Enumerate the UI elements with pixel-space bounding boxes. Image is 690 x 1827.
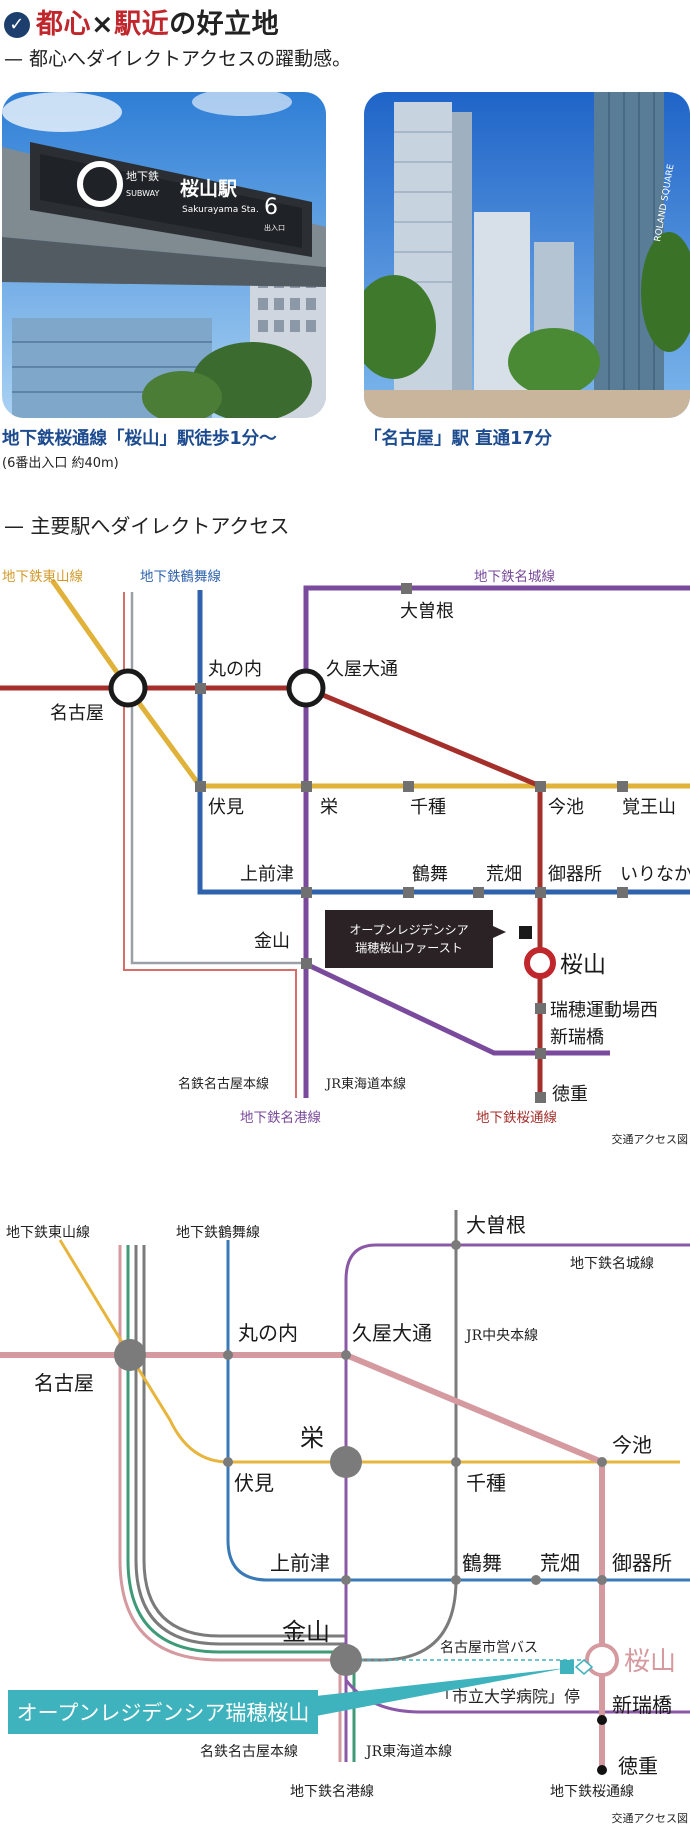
map2-nagoya-node <box>114 1339 146 1371</box>
line-label-meitetsu: 名鉄名古屋本線 <box>178 1076 269 1092</box>
station-irinaka: いりなか <box>620 864 690 885</box>
station-tokushige: 徳重 <box>552 1084 588 1105</box>
photo1-caption: 地下鉄桜通線「桜山」駅徒歩1分〜 <box>2 429 277 449</box>
property-label-line1: オープンレジデンシア <box>349 922 468 937</box>
headline-rest: の好立地 <box>169 9 280 40</box>
photo1-caption-note: (6番出入口 約40m) <box>2 456 119 471</box>
map2-station-shinmizuho: 新瑞橋 <box>612 1693 672 1717</box>
line-label-jr-tokaido: JR東海道本線 <box>324 1076 406 1092</box>
map2-station-chikusa: 千種 <box>466 1471 506 1495</box>
line-label-higashiyama: 地下鉄東山線 <box>2 569 83 585</box>
headline-part1: 都心 <box>36 9 91 40</box>
station-imaike: 今池 <box>548 797 584 818</box>
map2-line-sakuradori: 地下鉄桜通線 <box>550 1784 634 1800</box>
line-label-sakuradori: 地下鉄桜通線 <box>476 1110 557 1126</box>
headline-part2: 駅近 <box>114 9 170 40</box>
station-shinmizuho: 新瑞橋 <box>550 1027 604 1048</box>
map2-station-ozone: 大曽根 <box>466 1213 526 1237</box>
station-tsurumai: 鶴舞 <box>412 864 448 885</box>
map2-caption: 交通アクセス図 <box>612 1811 688 1825</box>
map2-property-banner <box>8 1690 318 1734</box>
map2-sakurayama-node <box>585 1643 619 1677</box>
map2-line-higashiyama: 地下鉄東山線 <box>6 1225 90 1241</box>
hisaya-transfer-node <box>286 668 326 708</box>
station-marunouchi: 丸の内 <box>208 659 262 680</box>
map2-line-meijo: 地下鉄名城線 <box>570 1256 654 1272</box>
line-label-meijo: 地下鉄名城線 <box>474 569 555 585</box>
map2-station-hisaya: 久屋大通 <box>352 1321 432 1345</box>
property-label-box <box>325 910 493 968</box>
station-mizuho: 瑞穂運動場西 <box>550 1000 658 1021</box>
sign-subway-small: 地下鉄 <box>126 169 159 183</box>
station-sakurayama: 桜山 <box>560 952 606 978</box>
station-gokiso: 御器所 <box>548 864 602 885</box>
map2-line-jr-tokaido: JR東海道本線 <box>364 1744 452 1760</box>
line-label-tsurumai: 地下鉄鶴舞線 <box>140 568 221 585</box>
map2-property-label: オープンレジデンシア瑞穂桜山 <box>17 1701 310 1725</box>
map2-station-kamimaezu: 上前津 <box>270 1551 330 1575</box>
transit-map-2: 地下鉄東山線 地下鉄鶴舞線 地下鉄名城線 JR中央本線 名鉄名古屋本線 JR東海… <box>0 1210 690 1825</box>
transit-map-1: 地下鉄東山線 地下鉄鶴舞線 地下鉄名城線 地下鉄名港線 地下鉄桜通線 名鉄名古屋… <box>0 568 690 1146</box>
sign-exit-label: 出入口 <box>264 223 285 232</box>
map2-station-imaike: 今池 <box>612 1433 652 1457</box>
line-label-meiko: 地下鉄名港線 <box>240 1110 321 1126</box>
station-fushimi: 伏見 <box>208 797 244 818</box>
map2-station-tokushige: 徳重 <box>618 1754 658 1778</box>
station-ozone: 大曽根 <box>400 601 454 622</box>
photo2-caption: 「名古屋」駅 直通17分 <box>364 429 552 449</box>
map2-station-gokiso: 御器所 <box>612 1551 672 1575</box>
section2-title: — 主要駅へダイレクトアクセス <box>4 514 290 538</box>
photo-sakurayama-entrance: 地下鉄 SUBWAY 桜山駅 Sakurayama Sta. 6 出入口 <box>2 92 326 418</box>
map2-station-fushimi: 伏見 <box>234 1471 274 1495</box>
headline: ✓都心×駅近の好立地 <box>4 2 279 41</box>
bus-stop-marker <box>560 1660 574 1674</box>
map2-bus-label: 名古屋市営バス <box>440 1639 538 1656</box>
map2-sakae-node <box>330 1446 362 1478</box>
station-arahata: 荒畑 <box>486 864 522 885</box>
bus-stop-diamond <box>574 1659 594 1675</box>
map2-station-marunouchi: 丸の内 <box>238 1321 298 1345</box>
subheading: — 都心へダイレクトアクセスの躍動感。 <box>4 48 352 70</box>
map2-line-jr-chuo: JR中央本線 <box>464 1328 538 1344</box>
sign-station-name: 桜山駅 <box>180 177 238 200</box>
station-nagoya: 名古屋 <box>50 703 104 724</box>
station-sakae: 栄 <box>320 797 338 818</box>
sign-subway: SUBWAY <box>126 189 159 198</box>
map2-station-sakurayama: 桜山 <box>624 1647 676 1677</box>
sign-station-en: Sakurayama Sta. <box>182 205 259 215</box>
map2-station-nagoya: 名古屋 <box>34 1371 94 1395</box>
map2-station-tsurumai: 鶴舞 <box>462 1551 502 1575</box>
map2-line-tsurumai: 地下鉄鶴舞線 <box>176 1224 260 1241</box>
station-hisaya: 久屋大通 <box>326 659 398 680</box>
nagoya-transfer-node <box>108 668 148 708</box>
headline-cross: × <box>91 9 115 40</box>
photo-nagoya-station: ROLAND SQUARE <box>364 92 690 418</box>
map2-line-meiko: 地下鉄名港線 <box>290 1784 374 1800</box>
station-kamimaezu: 上前津 <box>240 864 294 885</box>
station-kakuozan: 覚王山 <box>622 797 676 818</box>
map2-station-arahata: 荒畑 <box>540 1551 580 1575</box>
property-marker <box>519 926 532 939</box>
checkmark-icon: ✓ <box>4 12 30 38</box>
map2-line-meitetsu: 名鉄名古屋本線 <box>200 1744 298 1760</box>
map1-caption: 交通アクセス図 <box>612 1132 688 1146</box>
station-chikusa: 千種 <box>410 797 446 818</box>
sign-exit-number: 6 <box>264 195 278 220</box>
sakurayama-node <box>524 947 556 979</box>
map2-kanayama-node <box>330 1644 362 1676</box>
station-kanayama: 金山 <box>254 931 290 952</box>
map2-station-sakae: 栄 <box>300 1424 324 1452</box>
property-label-line2: 瑞穂桜山ファースト <box>355 941 462 955</box>
map2-station-kanayama: 金山 <box>282 1618 330 1646</box>
map2-bus-stop: 「市立大学病院」停 <box>436 1687 580 1706</box>
